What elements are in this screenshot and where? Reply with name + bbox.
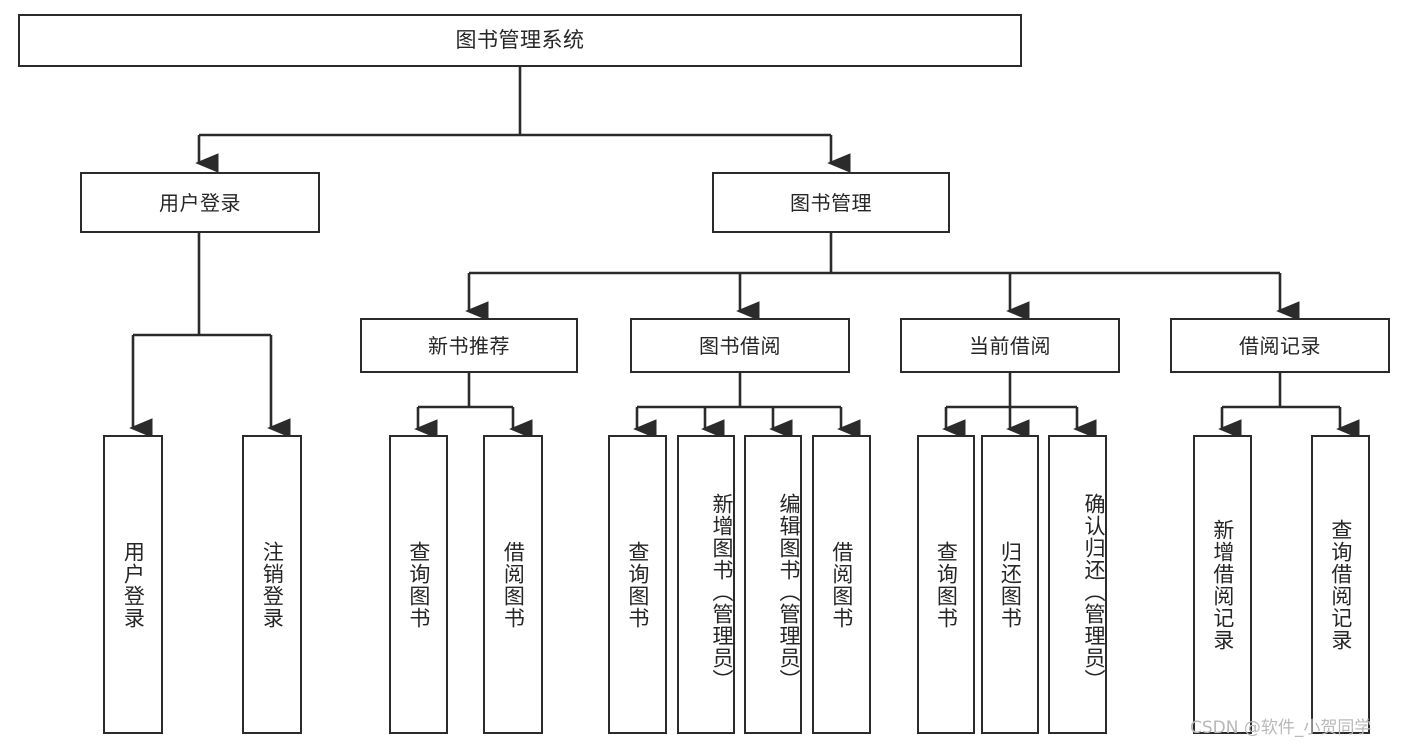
leaf-book-borrow-edit-book-admin[interactable]: 编辑图书（管理员） (744, 435, 802, 734)
node-root-library-system[interactable]: 图书管理系统 (18, 14, 1022, 67)
leaf-new-book-borrow-book[interactable]: 借阅图书 (483, 435, 543, 734)
node-current-borrow[interactable]: 当前借阅 (900, 318, 1120, 373)
node-book-borrow[interactable]: 图书借阅 (630, 318, 850, 373)
leaf-new-book-query-book[interactable]: 查询图书 (389, 435, 448, 734)
leaf-borrow-record-query-record[interactable]: 查询借阅记录 (1311, 435, 1370, 734)
node-book-management[interactable]: 图书管理 (712, 172, 950, 233)
leaf-book-borrow-borrow-book[interactable]: 借阅图书 (812, 435, 871, 734)
node-new-book-recommend[interactable]: 新书推荐 (360, 318, 578, 373)
leaf-borrow-record-add-record[interactable]: 新增借阅记录 (1193, 435, 1252, 734)
leaf-current-borrow-confirm-return-admin[interactable]: 确认归还（管理员） (1048, 435, 1107, 734)
leaf-current-borrow-return-book[interactable]: 归还图书 (981, 435, 1039, 734)
leaf-user-login-logout[interactable]: 注销登录 (242, 435, 302, 734)
leaf-book-borrow-add-book-admin[interactable]: 新增图书（管理员） (677, 435, 735, 734)
csdn-watermark: CSDN @软件_小贺同学 (1190, 718, 1372, 738)
leaf-user-login-login[interactable]: 用户登录 (103, 435, 163, 734)
leaf-book-borrow-query-book[interactable]: 查询图书 (608, 435, 667, 734)
node-user-login[interactable]: 用户登录 (80, 172, 320, 233)
node-borrow-record[interactable]: 借阅记录 (1170, 318, 1390, 373)
leaf-current-borrow-query-book[interactable]: 查询图书 (917, 435, 975, 734)
